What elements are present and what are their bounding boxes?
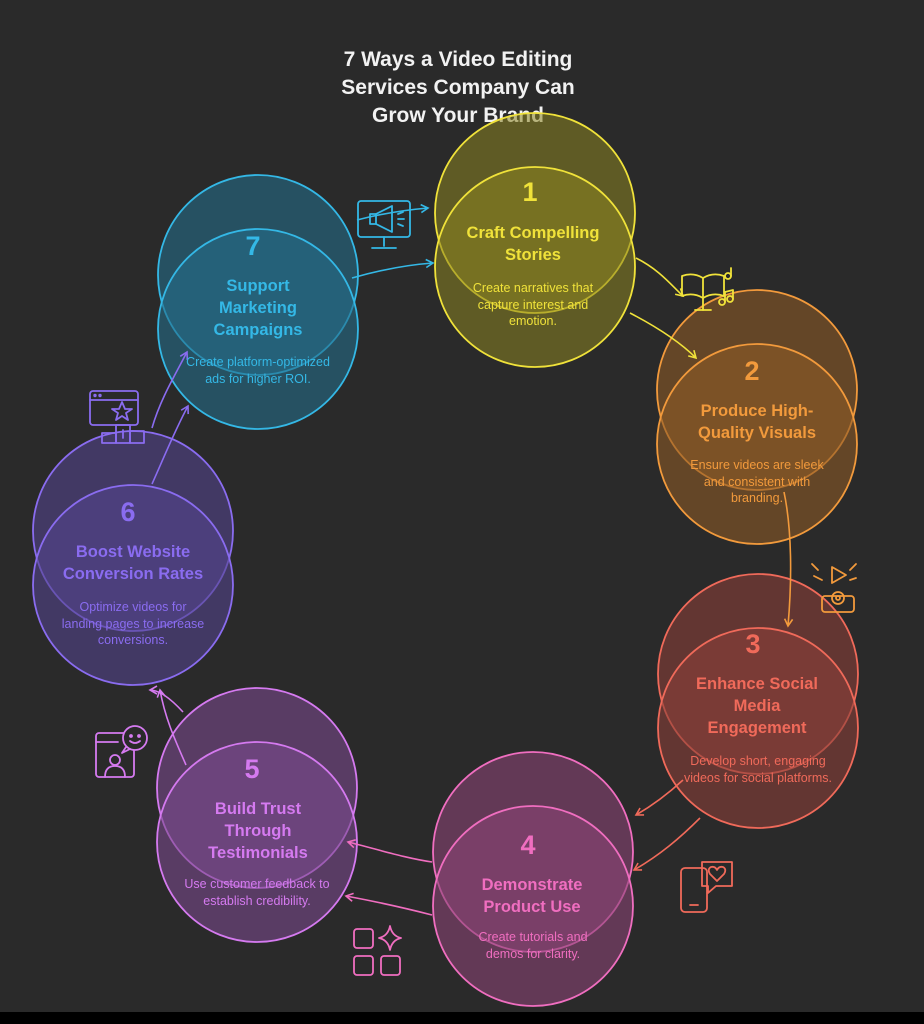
- arrow-3-to-4-upper: [634, 779, 684, 816]
- step-1-description: Create narratives that capture interest …: [472, 281, 594, 328]
- customer-feedback-icon: [95, 725, 148, 778]
- step-4-description: Create tutorials and demos for clarity.: [478, 930, 588, 961]
- arrow-1-to-2-lower: [629, 312, 698, 360]
- step-6-heading: Boost Website Conversion Rates: [62, 543, 204, 583]
- arrow-5-to-6-lower: [148, 685, 184, 713]
- step-7-number: 7: [245, 231, 261, 261]
- title-line-2: Services Company Can: [341, 76, 575, 99]
- arrow-1-to-2-upper: [635, 257, 685, 298]
- step-4-circles: [432, 751, 634, 1007]
- step-5-circles: [156, 687, 358, 943]
- step-4-number: 4: [520, 830, 536, 860]
- flow-arrows: [148, 203, 794, 916]
- step-6-number: 6: [120, 497, 136, 527]
- monitor-megaphone-icon: [357, 200, 411, 249]
- step-4-heading: Demonstrate Product Use: [481, 876, 583, 916]
- step-2-heading: Produce High-Quality Visuals: [698, 402, 816, 442]
- diagram-title: 7 Ways a Video Editing Services Company …: [0, 46, 916, 130]
- step-3-number: 3: [745, 629, 761, 659]
- title-line-1: 7 Ways a Video Editing: [343, 48, 573, 71]
- step-3-circles: [657, 573, 859, 829]
- arrow-4-to-5-lower: [344, 892, 433, 916]
- arrow-4-to-5-upper: [346, 839, 433, 863]
- arrow-7-to-1-lower: [351, 258, 435, 279]
- step-2-number: 2: [744, 356, 760, 386]
- video-play-camera-icon: [811, 563, 857, 613]
- step-1-circles: [434, 112, 636, 368]
- browser-star-icon: [89, 390, 145, 444]
- arrow-2-to-3: [783, 491, 794, 628]
- step-3-description: Develop short, engaging videos for socia…: [684, 754, 832, 785]
- arrow-6-to-7-left: [151, 350, 189, 429]
- step-5-heading: Build Trust Through Testimonials: [208, 800, 308, 862]
- arrow-3-to-4-lower: [632, 817, 701, 871]
- step-2-circles: [656, 289, 858, 545]
- storybook-music-icon: [681, 267, 734, 311]
- phone-heart-chat-icon: [680, 861, 733, 913]
- arrow-6-to-7-right: [151, 404, 189, 485]
- step-7-description: Create platform-optimized ads for higher…: [186, 355, 330, 386]
- step-3-heading: Enhance Social Media Engagement: [696, 675, 818, 737]
- step-2-description: Ensure videos are sleek and consistent w…: [690, 458, 824, 505]
- step-1-number: 1: [522, 177, 538, 207]
- step-5-number: 5: [244, 754, 260, 784]
- step-6-circles: [32, 430, 234, 686]
- bottom-bar: [0, 1012, 924, 1024]
- step-6-description: Optimize videos for landing pages to inc…: [61, 600, 205, 647]
- arrow-5-to-6-upper: [156, 688, 187, 766]
- step-7-circles: [157, 174, 359, 430]
- step-1-heading: Craft Compelling Stories: [466, 224, 600, 264]
- step-5-description: Use customer feedback to establish credi…: [184, 877, 330, 908]
- step-7-heading: Support Marketing Campaigns: [213, 277, 303, 339]
- grid-sparkle-icon: [353, 925, 402, 976]
